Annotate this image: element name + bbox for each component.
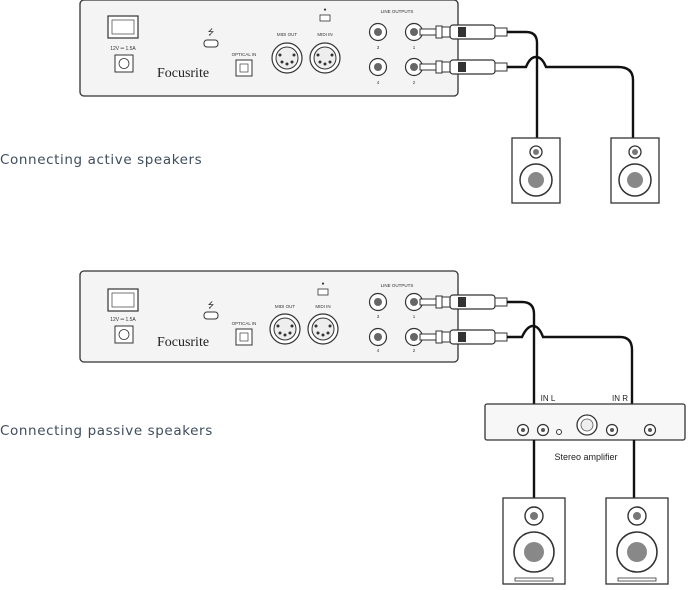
amp-input-left-label: IN L	[541, 394, 556, 403]
midi-out-label: MIDI OUT	[275, 304, 295, 309]
line-output-jack-4	[368, 327, 388, 347]
line-output-jack-4	[368, 57, 388, 77]
amp-knob	[643, 423, 657, 437]
line-outputs-label: LINE OUTPUTS	[381, 283, 414, 288]
stereo-amplifier	[484, 403, 686, 441]
brand-logo: Focusrite	[157, 66, 209, 81]
caption-passive-speakers: Connecting passive speakers	[0, 423, 213, 439]
amp-knob	[605, 423, 619, 437]
jack-label-4: 4	[377, 348, 380, 353]
midi-led	[317, 288, 329, 296]
usb-icon: ⭍	[208, 301, 215, 310]
cable-top-left	[507, 30, 539, 140]
line-output-jack-1	[404, 292, 424, 312]
usb-port	[203, 311, 219, 320]
midi-out-port	[269, 313, 301, 345]
midi-in-label: MIDI IN	[317, 32, 332, 37]
jack-plug-top-2	[419, 59, 508, 75]
caption-active-speakers: Connecting active speakers	[0, 152, 203, 168]
jack-label-3: 3	[377, 314, 380, 319]
jack-label-2: 2	[413, 80, 416, 85]
optical-in-label: OPTICAL IN	[232, 321, 257, 326]
cable-bottom-right	[507, 324, 634, 405]
brand-logo: Focusrite	[157, 335, 209, 350]
midi-led	[319, 14, 331, 22]
amp-knob	[536, 423, 550, 437]
passive-speaker-right	[605, 497, 669, 585]
optical-in-label: OPTICAL IN	[232, 52, 257, 57]
usb-icon: ⭍	[208, 28, 215, 37]
line-output-jack-3	[368, 292, 388, 312]
cable-top-right	[507, 55, 635, 140]
active-speaker-left	[511, 137, 561, 204]
jack-plug-bottom-2	[419, 329, 508, 345]
midi-led-icon: ●	[323, 7, 326, 13]
power-label: 12V ═ 1.5A	[110, 317, 136, 323]
midi-in-port	[307, 313, 339, 345]
jack-plug-top-1	[419, 24, 508, 40]
midi-out-port	[271, 42, 303, 74]
jack-label-2: 2	[413, 348, 416, 353]
line-output-jack-3	[368, 22, 388, 42]
jack-label-4: 4	[377, 80, 380, 85]
amp-volume-knob	[576, 414, 598, 436]
audio-interface-top: 12V ═ 1.5A ⭍ Focusrite OPTICAL IN MIDI O…	[79, 0, 459, 97]
jack-label-1: 1	[413, 45, 416, 50]
midi-in-port	[309, 42, 341, 74]
active-speaker-right	[610, 137, 660, 204]
power-label: 12V ═ 1.5A	[110, 46, 136, 52]
midi-out-label: MIDI OUT	[277, 32, 297, 37]
amp-knob	[516, 423, 530, 437]
audio-interface-bottom: 12V ═ 1.5A ⭍ Focusrite OPTICAL IN MIDI O…	[79, 270, 459, 363]
amp-indicator-light	[556, 429, 562, 435]
usb-port	[203, 39, 219, 48]
amp-input-right-label: IN R	[612, 394, 628, 403]
cable-bottom-left	[507, 300, 536, 405]
line-output-jack-2	[404, 57, 424, 77]
jack-label-1: 1	[413, 314, 416, 319]
midi-led-icon: ●	[321, 281, 324, 287]
midi-in-label: MIDI IN	[315, 304, 330, 309]
line-output-jack-1	[404, 22, 424, 42]
line-outputs-label: LINE OUTPUTS	[381, 9, 414, 14]
jack-label-3: 3	[377, 45, 380, 50]
passive-speaker-left	[502, 497, 566, 585]
amp-label: Stereo amplifier	[554, 452, 617, 462]
